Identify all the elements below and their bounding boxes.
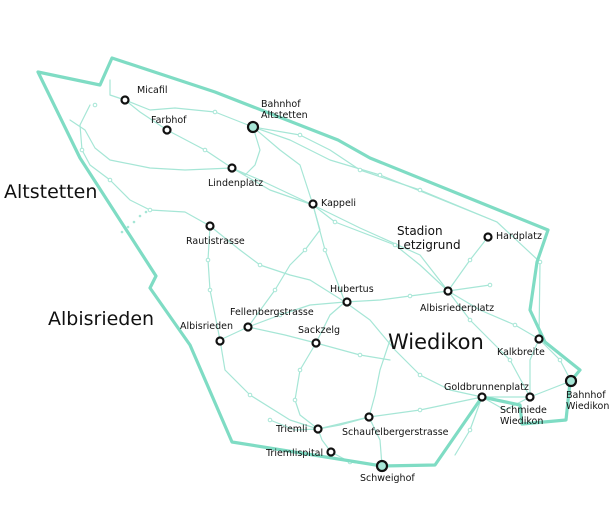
stop-lindenplatz[interactable]: [227, 163, 237, 173]
transit-line: [317, 416, 370, 430]
label-hardplatz: Hardplatz: [496, 231, 542, 242]
label-schmiede-wiedikon-2: Wiedikon: [500, 416, 543, 427]
district-boundary: [36, 56, 582, 468]
label-bahnhof-wiedikon-2: Wiedikon: [566, 401, 609, 412]
label-micafil: Micafil: [137, 85, 168, 96]
transit-line: [124, 99, 498, 223]
district-wiedikon: Wiedikon: [388, 330, 484, 354]
transit-line: [454, 396, 483, 456]
transit-line: [447, 290, 540, 340]
label-triemli: Triemli: [275, 424, 307, 435]
transit-line: [269, 419, 319, 431]
stop-kalkbreite[interactable]: [534, 334, 544, 344]
transit-line: [247, 284, 491, 328]
stop-micafil[interactable]: [120, 95, 130, 105]
label-farbhof: Farbhof: [151, 115, 187, 126]
label-kalkbreite: Kalkbreite: [497, 347, 545, 358]
transit-lines: [69, 79, 572, 467]
transit-line: [294, 301, 346, 430]
transit-line: [79, 104, 211, 227]
footpath: [120, 210, 148, 234]
district-altstetten: Altstetten: [4, 181, 97, 203]
label-fellenbergstrasse: Fellenbergstrasse: [230, 307, 314, 318]
transit-line: [207, 225, 319, 430]
stop-farbhof[interactable]: [162, 125, 172, 135]
label-goldbrunnenplatz: Goldbrunnenplatz: [444, 382, 529, 393]
transit-line: [69, 119, 233, 171]
stop-markers: [120, 95, 578, 473]
label-schweighof: Schweighof: [360, 473, 415, 484]
stop-fellenbergstrasse[interactable]: [243, 322, 253, 332]
stop-schaufelbergerstrasse[interactable]: [364, 412, 374, 422]
transit-line: [252, 126, 449, 292]
stop-bahnhof-altstetten[interactable]: [246, 120, 260, 134]
transit-line: [344, 301, 483, 398]
stop-schmiede-wiedikon[interactable]: [525, 392, 535, 402]
label-bahnhof-altstetten-1: Bahnhof: [261, 99, 301, 110]
stop-albisriederplatz[interactable]: [443, 286, 453, 296]
label-triemlispital: Triemlispital: [265, 448, 323, 459]
transit-line: [368, 339, 391, 418]
stop-hubertus[interactable]: [342, 297, 352, 307]
label-lindenplatz: Lindenplatz: [208, 178, 263, 189]
label-rautistrasse: Rautistrasse: [186, 236, 245, 247]
transit-line: [252, 126, 541, 340]
stop-labels: Micafil Farbhof Bahnhof Altstetten Linde…: [137, 85, 609, 484]
transit-line: [368, 416, 383, 467]
label-schmiede-wiedikon-1: Schmiede: [500, 405, 547, 416]
label-albisriederplatz: Albisriederplatz: [420, 303, 494, 314]
stop-kappeli[interactable]: [308, 199, 318, 209]
stop-sackzelg[interactable]: [311, 338, 321, 348]
stop-triemlispital[interactable]: [326, 447, 336, 457]
stop-bahnhof-wiedikon[interactable]: [564, 374, 578, 388]
label-schaufelbergerstrasse: Schaufelbergerstrasse: [342, 427, 449, 438]
stadium-label-line2: Letzigrund: [397, 238, 461, 252]
label-bahnhof-altstetten-2: Altstetten: [261, 110, 308, 121]
transit-line: [209, 225, 346, 303]
label-kappeli: Kappeli: [321, 198, 356, 209]
stop-albisrieden[interactable]: [215, 336, 225, 346]
transit-line: [231, 167, 449, 292]
transit-line: [447, 236, 531, 398]
stop-schweighof[interactable]: [375, 459, 389, 473]
label-albisrieden: Albisrieden: [180, 321, 233, 332]
label-hubertus: Hubertus: [330, 284, 374, 295]
label-bahnhof-wiedikon-1: Bahnhof: [566, 390, 606, 401]
stop-hardplatz[interactable]: [483, 232, 493, 242]
stadium-label-line1: Stadion: [397, 224, 443, 238]
transit-line: [481, 396, 531, 411]
stop-goldbrunnenplatz[interactable]: [477, 392, 487, 402]
transit-line: [529, 338, 540, 398]
stop-triemli[interactable]: [313, 424, 323, 434]
label-sackzelg: Sackzelg: [298, 325, 340, 336]
transit-line: [219, 326, 391, 361]
stop-rautistrasse[interactable]: [205, 221, 215, 231]
district-albisrieden: Albisrieden: [48, 308, 154, 330]
